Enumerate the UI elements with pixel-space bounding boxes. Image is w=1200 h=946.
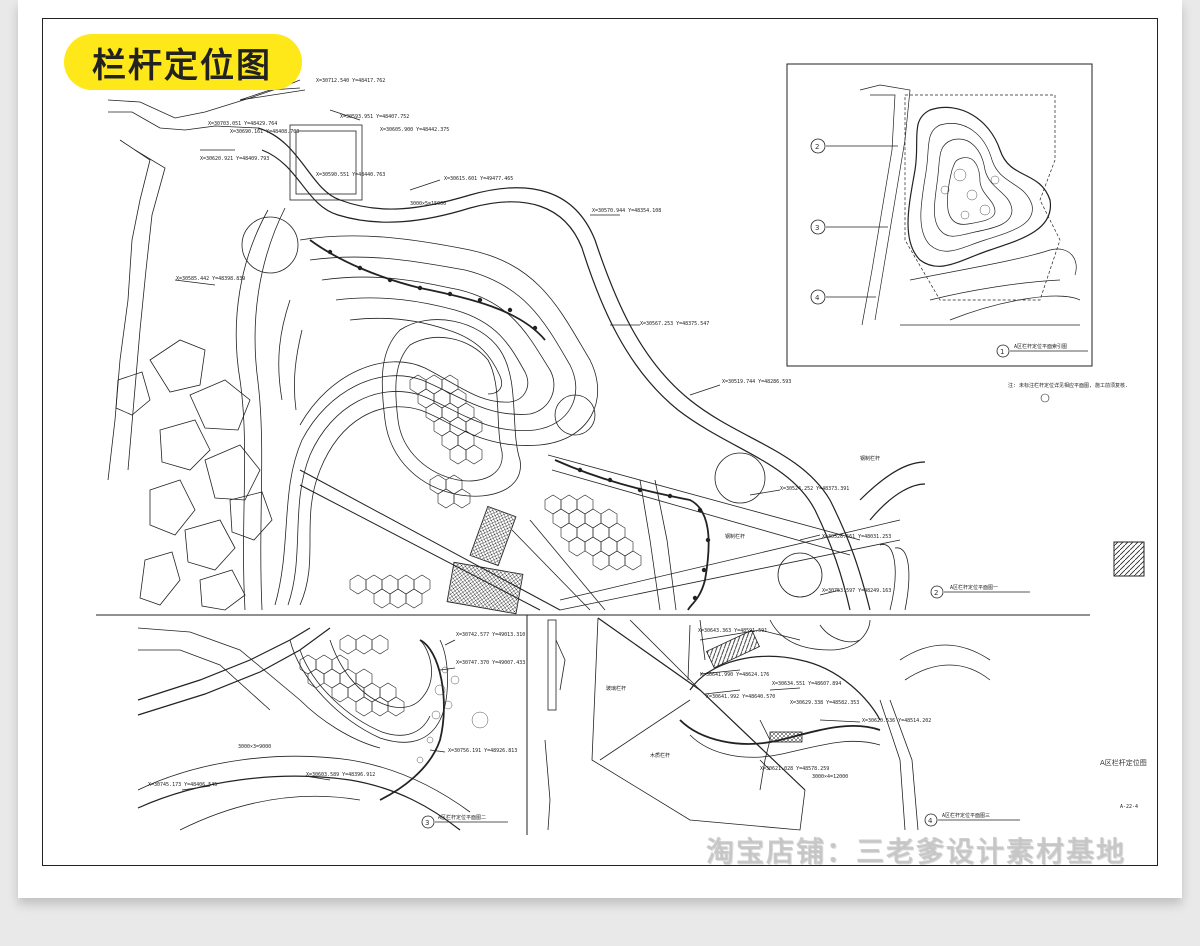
- main-plan: [107, 79, 926, 615]
- railing-note: 钢制栏杆: [860, 455, 880, 462]
- legend-hatch-swatch: [1113, 541, 1145, 577]
- panel-4-callout: 4 A区栏杆定位平面图三: [924, 812, 1020, 827]
- coord-label: X=30620.536 Y=48514.202: [862, 718, 931, 724]
- svg-text:3: 3: [425, 819, 429, 827]
- bottom-left-coordinate-labels: X=30742.577 Y=49013.310 X=30747.370 Y=49…: [148, 632, 525, 788]
- coord-label: X=30634.551 Y=48607.894: [772, 681, 841, 687]
- coord-label: X=30712.540 Y=48417.762: [316, 78, 385, 84]
- coord-label: X=30605.900 Y=48442.375: [380, 127, 449, 133]
- svg-text:A区栏杆定位平面图三: A区栏杆定位平面图三: [942, 812, 990, 819]
- coord-label: X=30519.744 Y=48286.593: [722, 379, 791, 385]
- coord-label: X=30590.551 Y=48440.763: [316, 172, 385, 178]
- north-icon: [1040, 393, 1050, 403]
- coord-label: X=30690.161 Y=48408.703: [230, 129, 299, 135]
- svg-text:2: 2: [815, 143, 819, 151]
- coord-label: X=30585.442 Y=48398.839: [176, 276, 245, 282]
- coord-label: X=30643.363 Y=48591.591: [698, 628, 767, 634]
- index-markers: 2 3 4: [810, 138, 826, 305]
- coord-label: X=30524.252 Y=48373.391: [780, 486, 849, 492]
- sheet-number: A-22-4: [1120, 804, 1138, 810]
- dimension-label: 3000×3=9000: [238, 744, 271, 750]
- railing-note: 木质栏杆: [650, 752, 670, 759]
- bottom-left-plan: [137, 627, 489, 831]
- watermark: 淘宝店铺：三老爹设计素材基地: [706, 835, 1127, 868]
- railing-note: 钢制栏杆: [725, 533, 745, 540]
- coord-label: X=30745.173 Y=48406.545: [148, 782, 217, 788]
- railing-note: 玻璃栏杆: [606, 685, 626, 692]
- coord-label: X=30621.028 Y=48578.259: [760, 766, 829, 772]
- coord-label: X=30703.051 Y=48429.764: [208, 121, 277, 127]
- svg-text:A区栏杆定位平面图二: A区栏杆定位平面图二: [438, 814, 486, 821]
- svg-text:A区栏杆定位平面索引图: A区栏杆定位平面索引图: [1014, 343, 1067, 350]
- panel-2-callout: 2 A区栏杆定位平面图一: [930, 584, 1030, 599]
- coord-label: X=30641.992 Y=48640.570: [706, 694, 775, 700]
- svg-text:4: 4: [928, 817, 933, 825]
- panel-3-callout: 3 A区栏杆定位平面图二: [421, 814, 508, 829]
- coord-label: X=30742.577 Y=49013.310: [456, 632, 525, 638]
- index-map-frame: [786, 63, 1093, 367]
- coord-label: X=30756.191 Y=48926.813: [448, 748, 517, 754]
- dimension-label: 3000×5=15000: [410, 201, 446, 207]
- coord-label: X=30615.601 Y=49477.465: [444, 176, 513, 182]
- general-note: 注: 未标注栏杆定位详见相应平面图, 施工前须复核.: [1008, 382, 1128, 389]
- coord-label: X=30570.944 Y=48354.108: [592, 208, 661, 214]
- main-coordinate-labels: X=30712.540 Y=48417.762 X=30703.051 Y=48…: [176, 78, 891, 594]
- svg-text:2: 2: [934, 589, 938, 597]
- coord-label: X=30567.253 Y=48375.547: [640, 321, 709, 327]
- bottom-right-plan: [544, 617, 991, 831]
- coord-label: X=30620.921 Y=48409.793: [200, 156, 269, 162]
- svg-text:3: 3: [815, 224, 819, 232]
- coord-label: X=30753.597 Y=48249.163: [822, 588, 891, 594]
- svg-text:A区栏杆定位平面图一: A区栏杆定位平面图一: [950, 584, 998, 591]
- coord-label: X=30641.990 Y=48624.176: [700, 672, 769, 678]
- dimension-label: 3000×4=12000: [812, 774, 848, 780]
- svg-text:1: 1: [1000, 348, 1004, 356]
- svg-text:4: 4: [815, 294, 820, 302]
- index-map: [826, 84, 1081, 326]
- coord-label: X=30747.370 Y=49007.433: [456, 660, 525, 666]
- coord-label: X=30603.589 Y=48396.912: [306, 772, 375, 778]
- coord-label: X=30526.561 Y=48031.253: [822, 534, 891, 540]
- page-title: 栏杆定位图: [64, 34, 302, 90]
- panel-1-callout: 1 A区栏杆定位平面索引图: [996, 343, 1088, 358]
- coord-label: X=30629.338 Y=48582.353: [790, 700, 859, 706]
- sheet-title: A区栏杆定位图: [1100, 758, 1147, 767]
- bottom-right-coordinate-labels: X=30643.363 Y=48591.591 X=30641.990 Y=48…: [606, 628, 931, 780]
- coord-label: X=30593.951 Y=48407.752: [340, 114, 409, 120]
